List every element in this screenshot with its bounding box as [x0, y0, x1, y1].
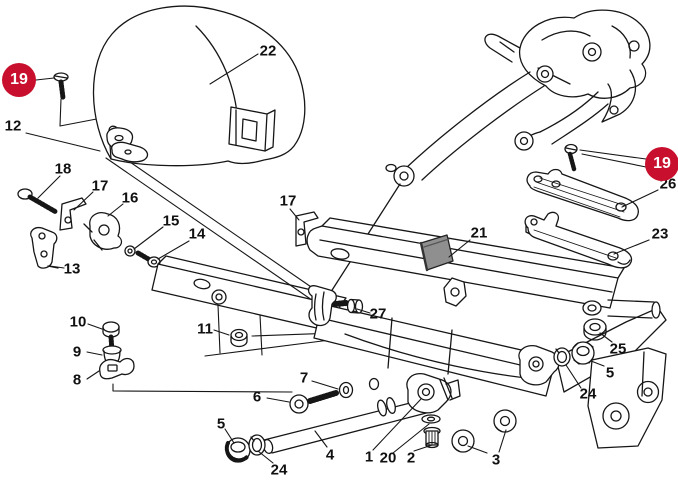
part-number-label-4-21: 4 [325, 446, 335, 464]
part-number-label-14-6: 14 [188, 225, 206, 243]
part-number-label-7-17: 7 [299, 369, 309, 387]
part-number-label-22-0: 22 [259, 42, 277, 60]
part-number-label-13-7: 13 [63, 260, 81, 278]
pivot-shaft-part-4 [224, 397, 435, 463]
chain-guide-parts-8-10 [99, 321, 135, 380]
part-number-label-1-22: 1 [364, 448, 374, 466]
leader-lines [25, 53, 659, 464]
part-number-label-5-27: 5 [605, 364, 615, 382]
part-number-label-17-3: 17 [91, 177, 109, 195]
part-number-label-24-20: 24 [270, 461, 288, 479]
callout-badge-19-left: 19 [2, 63, 36, 97]
torque-arm-assembly [385, 9, 651, 187]
part-number-label-2-24: 2 [406, 449, 416, 467]
part-number-label-9-15: 9 [72, 343, 82, 361]
part-number-label-17-8: 17 [279, 192, 297, 210]
part-number-label-12-1: 12 [4, 117, 22, 135]
part-number-label-23-12: 23 [651, 225, 669, 243]
adjuster-parts-13-18 [17, 188, 161, 269]
screw-part-19-left [53, 72, 69, 101]
part-number-label-20-23: 20 [379, 449, 397, 467]
fender-clamp-part-12 [106, 127, 149, 163]
swingarm-upper-beam [306, 217, 625, 316]
slider-plates-26-23 [524, 143, 639, 269]
part-number-label-21-10: 21 [470, 224, 488, 242]
part-number-label-15-5: 15 [162, 212, 180, 230]
fender-part-22 [92, 5, 306, 167]
part-number-label-16-4: 16 [121, 189, 139, 207]
part-number-label-6-18: 6 [252, 388, 262, 406]
bolt-6-washer-7 [289, 377, 380, 414]
part-number-label-5-19: 5 [216, 415, 226, 433]
part-number-label-25-26: 25 [609, 340, 627, 358]
spacers-part-3 [451, 409, 517, 453]
part-number-label-3-25: 3 [491, 451, 501, 469]
part-number-label-24-28: 24 [579, 385, 597, 403]
callout-badge-19-right: 19 [645, 147, 678, 181]
part-number-label-11-13: 11 [197, 320, 213, 338]
part-number-label-10-14: 10 [69, 313, 87, 331]
pad-part-21 [419, 234, 454, 272]
bracket-part-17b [295, 211, 319, 247]
clamp-and-bolt-part-27 [307, 285, 364, 327]
right-stack-parts-24-5-25 [553, 318, 607, 367]
part-number-label-27-9: 27 [369, 305, 387, 323]
part-number-label-8-16: 8 [72, 371, 82, 389]
part-number-label-18-2: 18 [54, 160, 72, 178]
